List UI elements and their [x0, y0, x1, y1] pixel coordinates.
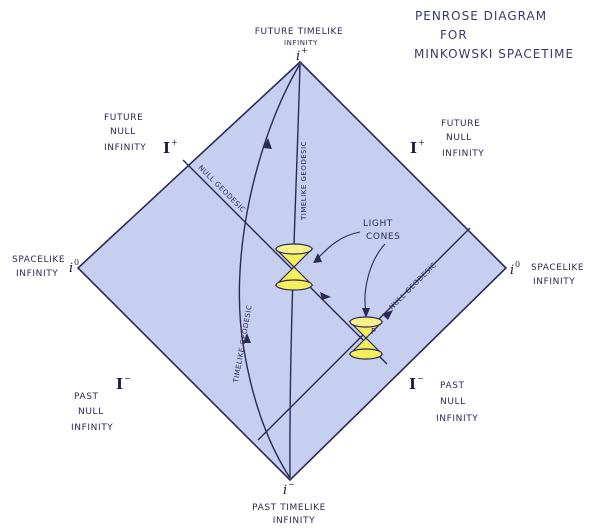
future-null-infinity-right-line-1: FUTURE — [441, 119, 480, 129]
vertex-right: i 0 SPACELIKE INFINITY — [510, 260, 584, 287]
edge-lower-left: I − PAST NULL INFINITY — [71, 374, 131, 433]
scri-plus-right-superscript: + — [418, 138, 425, 147]
edge-lower-right: I − PAST NULL INFINITY — [409, 374, 478, 424]
point-p-label: P — [371, 327, 376, 336]
past-null-infinity-right-line-3: INFINITY — [436, 414, 478, 424]
past-null-infinity-left-line-1: PAST — [74, 392, 99, 402]
future-null-infinity-right-line-3: INFINITY — [442, 149, 484, 159]
light-cones-label-line-2: CONES — [366, 232, 401, 242]
scri-plus-left-symbol: I — [163, 139, 170, 157]
i-plus-superscript: + — [301, 46, 308, 55]
scri-minus-right-symbol: I — [409, 375, 416, 393]
i-plus-symbol: i — [296, 49, 300, 64]
light-cones-label-line-1: LIGHT — [363, 219, 393, 229]
edge-upper-left: FUTURE NULL INFINITY I + — [104, 113, 178, 157]
title-line-1: PENROSE DIAGRAM — [415, 9, 547, 23]
future-null-infinity-left-line-2: NULL — [110, 127, 136, 137]
spacelike-infinity-left-line-2: INFINITY — [16, 269, 58, 279]
i-zero-left-superscript: 0 — [74, 258, 79, 267]
title-line-3: MINKOWSKI SPACETIME — [414, 47, 574, 61]
spacelike-infinity-left-line-1: SPACELIKE — [12, 255, 65, 265]
scri-minus-left-superscript: − — [124, 374, 131, 383]
scri-plus-right-symbol: I — [410, 139, 417, 157]
i-zero-right-symbol: i — [510, 263, 514, 278]
past-null-infinity-left-line-3: INFINITY — [71, 423, 113, 433]
vertex-top: FUTURE TIMELIKE INFINITY i + — [255, 27, 344, 64]
future-null-infinity-left-line-1: FUTURE — [104, 113, 143, 123]
future-timelike-infinity-line-1: FUTURE TIMELIKE — [255, 27, 344, 37]
i-zero-right-superscript: 0 — [515, 260, 520, 269]
vertex-left: SPACELIKE INFINITY i 0 — [12, 255, 79, 279]
scri-plus-left-superscript: + — [171, 138, 178, 147]
future-null-infinity-right-line-2: NULL — [446, 133, 472, 143]
past-timelike-infinity-line-2: INFINITY — [273, 516, 315, 526]
edge-upper-right: I + FUTURE NULL INFINITY — [410, 119, 484, 159]
timelike-geodesic-center-label: TIMELIKE GEODESIC — [300, 141, 308, 221]
future-null-infinity-left-line-3: INFINITY — [104, 143, 146, 153]
past-timelike-infinity-line-1: PAST TIMELIKE — [252, 503, 326, 513]
scri-minus-right-superscript: − — [417, 374, 424, 383]
past-null-infinity-right-line-1: PAST — [440, 381, 465, 391]
i-minus-superscript: − — [288, 480, 295, 489]
spacelike-infinity-right-line-2: INFINITY — [533, 277, 575, 287]
i-zero-left-symbol: i — [69, 261, 73, 276]
i-minus-symbol: i — [283, 483, 287, 498]
scri-minus-left-symbol: I — [116, 375, 123, 393]
spacelike-infinity-right-line-1: SPACELIKE — [531, 263, 584, 273]
diagram-title: PENROSE DIAGRAM FOR MINKOWSKI SPACETIME — [414, 9, 574, 61]
vertex-bottom: i − PAST TIMELIKE INFINITY — [252, 480, 326, 526]
title-line-2: FOR — [440, 28, 468, 42]
past-null-infinity-right-line-2: NULL — [440, 397, 466, 407]
past-null-infinity-left-line-2: NULL — [78, 407, 104, 417]
